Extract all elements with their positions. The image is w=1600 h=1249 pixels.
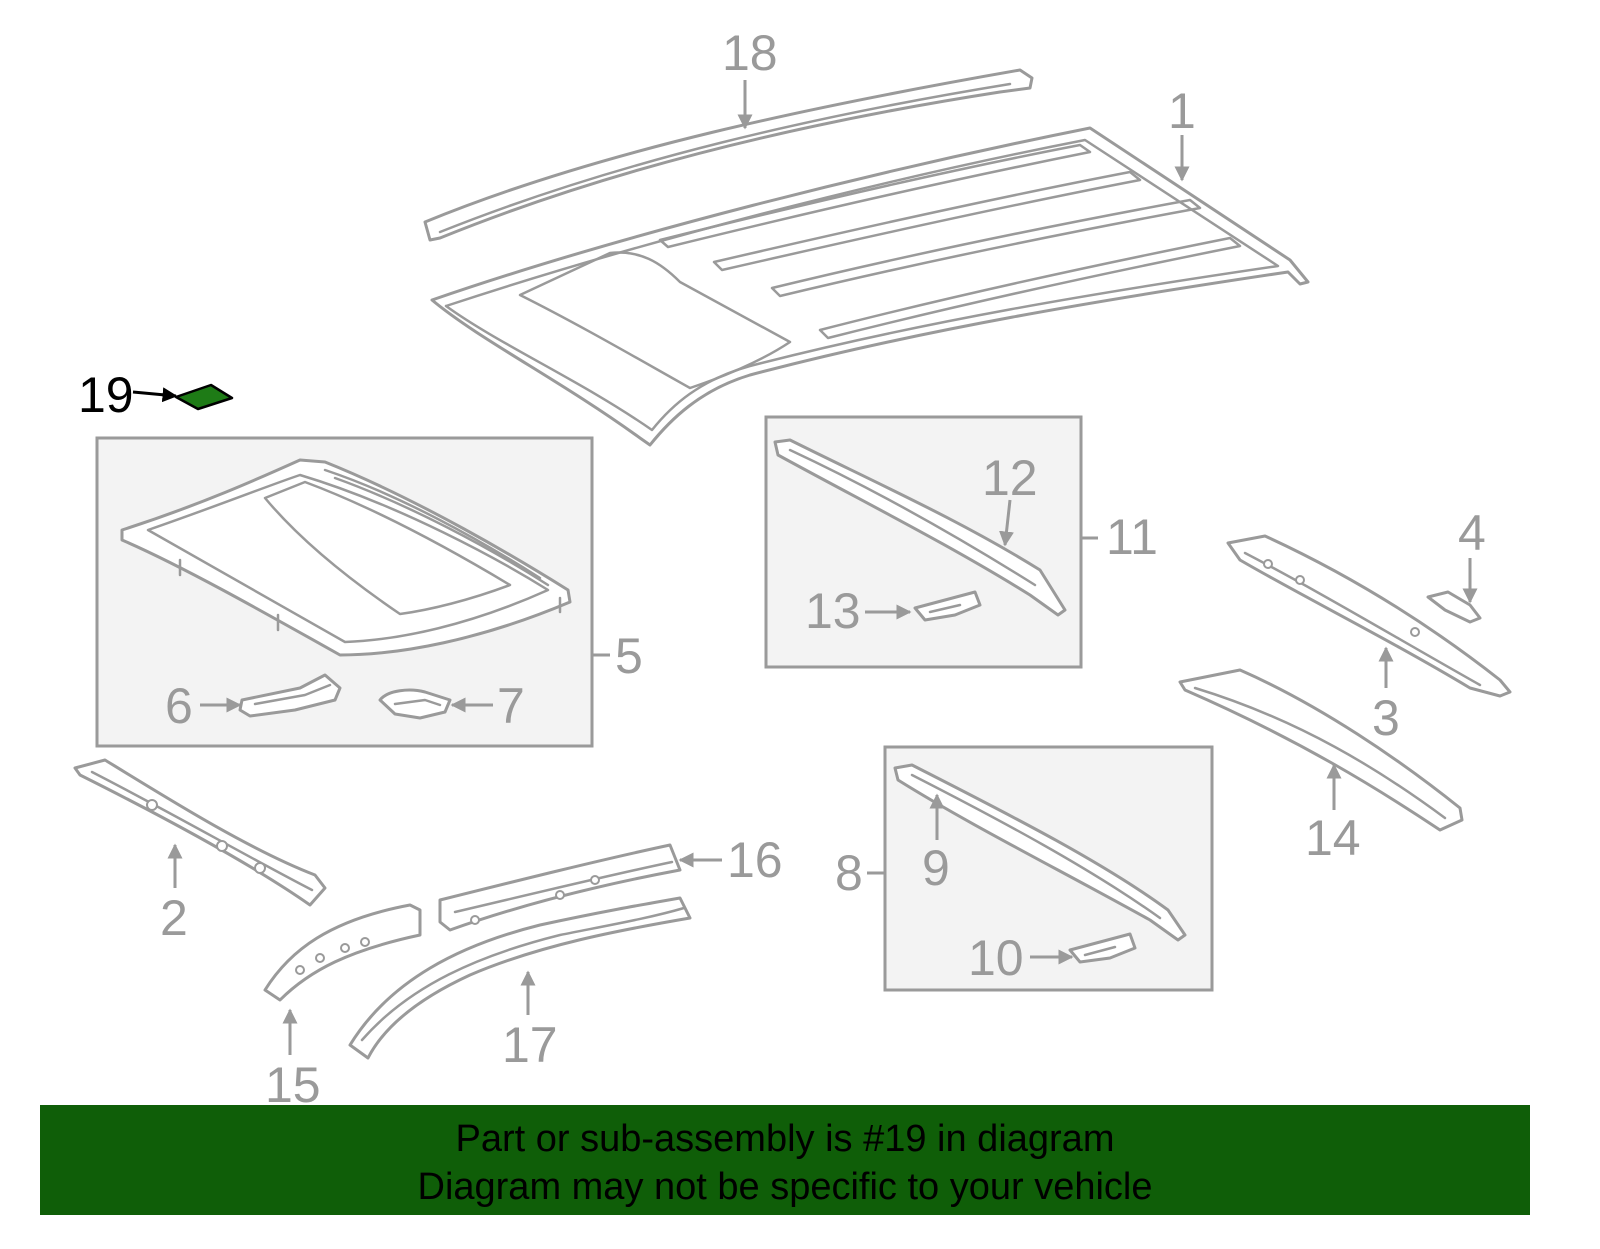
part-13-bracket[interactable] [913,590,982,622]
callout-6: 6 [165,678,193,734]
callout-12: 12 [982,450,1038,506]
part-19-highlighted[interactable] [174,383,234,411]
callout-4: 4 [1458,505,1486,561]
part-17-side-rail[interactable] [348,896,692,1060]
callout-15: 15 [265,1057,321,1113]
callout-16: 16 [727,832,783,888]
callout-5: 5 [615,628,643,684]
banner-line-2: Diagram may not be specific to your vehi… [417,1166,1153,1208]
callout-19: 19 [78,367,134,423]
part-5-sunroof-housing[interactable] [120,458,572,657]
callout-8: 8 [835,845,863,901]
callout-3: 3 [1372,690,1400,746]
callout-1: 1 [1168,83,1196,139]
callout-14: 14 [1305,810,1361,866]
leader-19 [132,387,178,403]
part-3-roof-bow[interactable] [1226,534,1512,698]
callout-11: 11 [1106,509,1158,565]
callout-7: 7 [497,678,525,734]
part-16-side-rail[interactable] [438,843,682,932]
part-14-roof-bow[interactable] [1178,668,1464,832]
callout-18: 18 [722,25,778,81]
part-7-bracket[interactable] [378,688,452,720]
callout-2: 2 [160,890,188,946]
banner-line-1: Part or sub-assembly is #19 in diagram [455,1118,1115,1160]
part-4-bracket[interactable] [1426,590,1482,624]
part-1-roof-panel[interactable] [430,126,1310,447]
part-18-roof-molding[interactable] [423,68,1034,242]
callout-13: 13 [805,583,861,639]
callout-10: 10 [968,930,1024,986]
callout-9: 9 [922,840,950,896]
leader-12 [999,499,1014,547]
part-6-bracket[interactable] [238,673,342,718]
part-10-bracket[interactable] [1068,932,1137,964]
info-banner: Part or sub-assembly is #19 in diagram D… [40,1105,1530,1215]
part-12-roof-bow[interactable] [773,438,1067,617]
part-9-roof-bow[interactable] [893,763,1187,942]
part-2-header-panel[interactable] [73,758,327,907]
callout-17: 17 [502,1017,558,1073]
part-15-pillar-reinforcement[interactable] [263,903,422,1002]
